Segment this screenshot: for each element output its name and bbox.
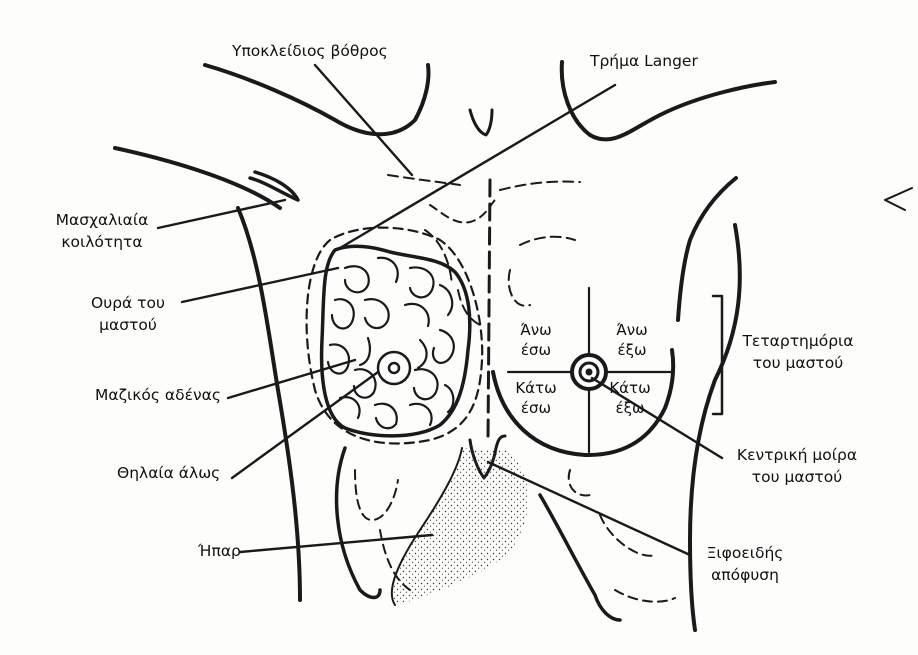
label-central-portion-line2: του μαστού [722,466,872,488]
label-mammary-gland: Μαζικός αδένας [95,384,221,406]
label-quadrants-line1: Τεταρτημόρια [723,330,873,352]
label-liver: Ήπαρ [198,540,241,562]
leader-subclavian-fossa [315,65,412,175]
lower-rib-left-2 [355,470,398,520]
label-upper-inner-line2: έσω [508,340,564,360]
lower-rib-right-4 [615,590,675,602]
lower-rib-right-2 [569,470,590,495]
right-neck-shoulder-line [562,62,775,139]
gland-lobules [328,258,454,428]
leader-langer-hole [340,85,615,248]
label-central-portion-line1: Κεντρική μοίρα [722,444,872,466]
left-areola [378,352,410,384]
leader-breast-tail [182,268,338,302]
quadrant-bracket [713,296,722,414]
leader-axillary-cavity [158,200,285,228]
right-axilla-curve [678,178,736,320]
label-upper-outer-line2: έξω [604,340,660,360]
label-quadrants-line2: του μαστού [723,352,873,374]
label-axillary-cavity-line1: Μασχαλιαία [42,209,162,231]
label-lower-outer-line1: Κάτω [600,378,660,398]
left-neck-shoulder-line [205,65,428,134]
label-upper-inner-line1: Άνω [508,320,564,340]
sternal-notch [470,110,492,135]
label-axillary-cavity-line2: κοιλότητα [42,231,162,253]
label-lower-outer-line2: έξω [600,398,660,418]
left-torso-outline [238,208,300,600]
leader-liver [240,535,432,552]
label-breast-tail-line1: Ουρά του [76,292,180,314]
label-subclavian-fossa: Υποκλείδιος βόθρος [232,40,388,62]
label-lower-inner-line1: Κάτω [508,378,564,398]
label-axillary-cavity: Μασχαλιαία κοιλότητα [42,209,162,253]
leader-areola [232,372,378,478]
left-nipple [389,363,399,373]
rib-dashed-right-1 [520,237,575,245]
right-nipple [586,369,593,376]
leader-lines [158,65,722,555]
label-lower-inner: Κάτω έσω [508,378,564,418]
label-lower-inner-line2: έσω [508,398,564,418]
label-upper-inner: Άνω έσω [508,320,564,360]
leader-mammary-gland [228,360,355,398]
label-xiphoid-line2: απόφυση [690,564,800,586]
sternum-midline [488,180,490,440]
label-quadrants: Τεταρτημόρια του μαστού [723,330,873,374]
clavicle-dashed-right [500,182,580,190]
label-xiphoid-line1: Ξιφοειδής [690,542,800,564]
right-armpit-mark [885,188,912,210]
lower-rib-right-1 [540,495,620,620]
label-central-portion: Κεντρική μοίρα του μαστού [722,444,872,488]
rib-dashed-right-2 [509,270,530,306]
label-areola: Θηλαία άλως [117,462,220,484]
label-langer-hole: Τρήμα Langer [590,50,698,72]
label-lower-outer: Κάτω έξω [600,378,660,418]
lower-rib-left-1 [337,448,380,598]
label-breast-tail: Ουρά του μαστού [76,292,180,336]
label-breast-tail-line2: μαστού [76,314,180,336]
subclavian-dashed [430,200,495,223]
label-upper-outer-line1: Άνω [604,320,660,340]
mammary-gland-outline [322,246,470,436]
label-xiphoid-process: Ξιφοειδής απόφυση [690,542,800,586]
label-upper-outer: Άνω έξω [604,320,660,360]
